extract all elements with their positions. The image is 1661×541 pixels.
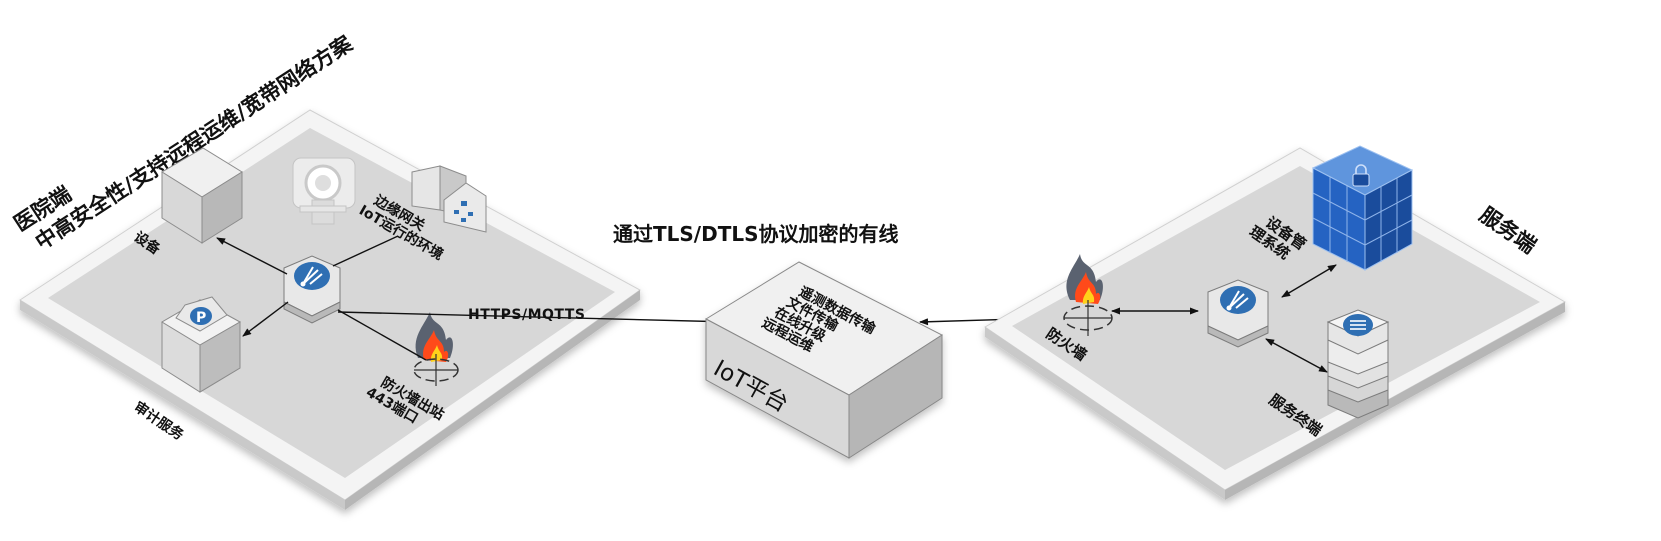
server-terminal-icon: [1328, 310, 1388, 418]
gateway-hub-icon: [284, 256, 340, 323]
channel-label: 通过TLS/DTLS协议加密的有线: [613, 222, 899, 246]
server-platform: [985, 148, 1565, 500]
server-hub-icon: [1208, 280, 1268, 347]
device-management-cube-icon: [1313, 146, 1412, 270]
protocol-label: HTTPS/MQTTS: [468, 307, 585, 323]
audit-p-glyph: P: [196, 310, 206, 326]
server-title: 服务端: [1475, 202, 1540, 258]
iot-platform-box: [706, 262, 942, 458]
